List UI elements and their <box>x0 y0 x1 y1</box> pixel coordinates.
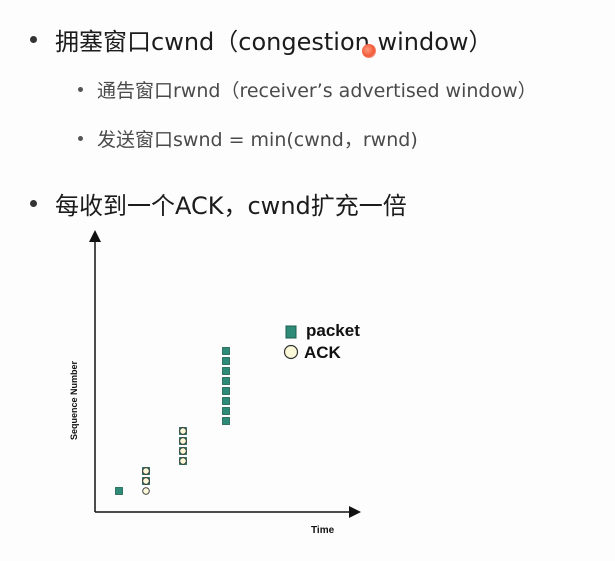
bullet-dot <box>30 200 37 207</box>
ack-mark <box>142 477 150 485</box>
ack-mark <box>179 457 187 465</box>
bullet-rwnd: 通告窗口rwnd（receiver’s advertised window） <box>78 76 537 103</box>
legend-packet-label: packet <box>306 321 360 340</box>
bullet-dot <box>30 36 37 43</box>
bullet-dot <box>78 136 83 141</box>
legend-packet-icon <box>285 325 297 339</box>
bullet-dot <box>78 87 83 92</box>
bullet-text: 发送窗口swnd = min(cwnd，rwnd) <box>97 129 418 151</box>
bullet-cwnd: 拥塞窗口cwnd（congestion window） <box>30 22 493 57</box>
packet-mark <box>115 487 123 495</box>
legend-ack-label: ACK <box>304 343 342 362</box>
ack-mark <box>142 467 150 475</box>
ack-mark <box>179 437 187 445</box>
y-axis-label: Sequence Number <box>69 360 79 440</box>
ack-mark <box>179 447 187 455</box>
bullet-ack-doubling: 每收到一个ACK，cwnd扩充一倍 <box>30 186 407 221</box>
legend-ack-icon <box>283 344 299 360</box>
packet-mark <box>222 407 230 415</box>
packet-mark <box>222 417 230 425</box>
laser-pointer-icon <box>362 44 376 58</box>
bullet-text: 通告窗口rwnd（receiver’s advertised window） <box>97 80 537 102</box>
packet-mark <box>222 357 230 365</box>
bullet-text: 拥塞窗口cwnd（congestion window） <box>55 28 493 56</box>
bullet-swnd: 发送窗口swnd = min(cwnd，rwnd) <box>78 125 418 152</box>
diagram-marks <box>115 347 230 495</box>
packet-mark <box>222 367 230 375</box>
packet-mark <box>222 347 230 355</box>
ack-mark <box>142 487 150 495</box>
packet-mark <box>222 397 230 405</box>
ack-mark <box>179 427 187 435</box>
bullet-text: 每收到一个ACK，cwnd扩充一倍 <box>55 192 407 220</box>
x-axis-label: Time <box>311 525 335 536</box>
packet-mark <box>222 387 230 395</box>
packet-mark <box>222 377 230 385</box>
